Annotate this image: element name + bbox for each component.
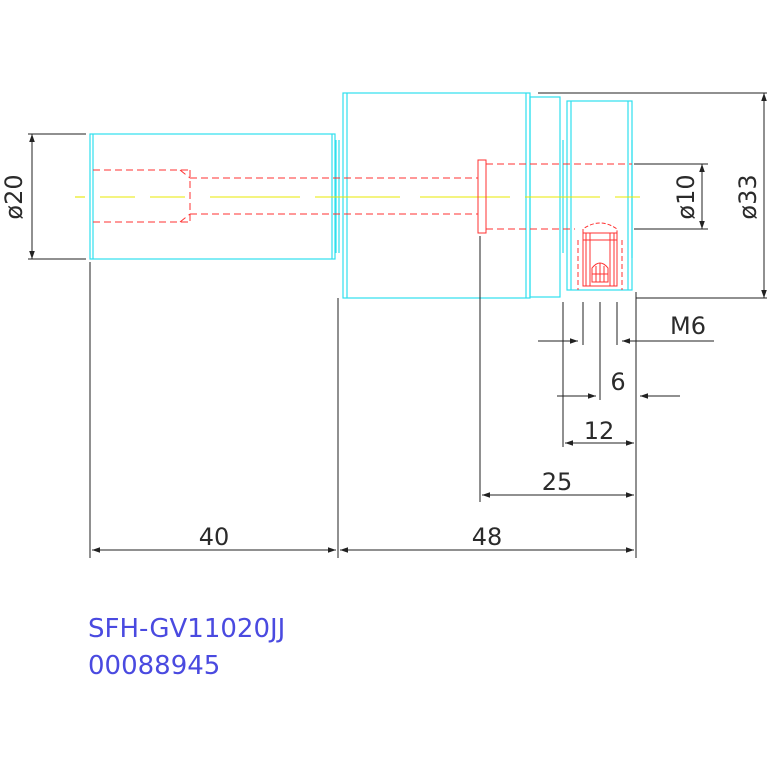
- dim-48-label: 48: [472, 523, 503, 551]
- dim-6-label: 6: [610, 368, 625, 396]
- dim-thread-label: M6: [670, 312, 706, 340]
- dim-25-label: 25: [542, 468, 573, 496]
- hidden-shoulder: [477, 159, 487, 234]
- dim-dia10-label: ø10: [672, 174, 700, 219]
- dim-40-label: 40: [199, 523, 230, 551]
- part-code-label: 00088945: [88, 651, 220, 681]
- part-number-label: SFH-GV11020JJ: [88, 614, 285, 644]
- set-screw: [577, 222, 623, 290]
- dim-12-label: 12: [584, 417, 615, 445]
- dim-dia33-label: ø33: [734, 174, 762, 219]
- dim-dia20-label: ø20: [0, 174, 28, 219]
- part-outline: [89, 92, 633, 299]
- hidden-bore: [93, 163, 632, 230]
- dimension-lines: [28, 92, 767, 558]
- main-body: [342, 92, 531, 299]
- roller: [566, 100, 633, 291]
